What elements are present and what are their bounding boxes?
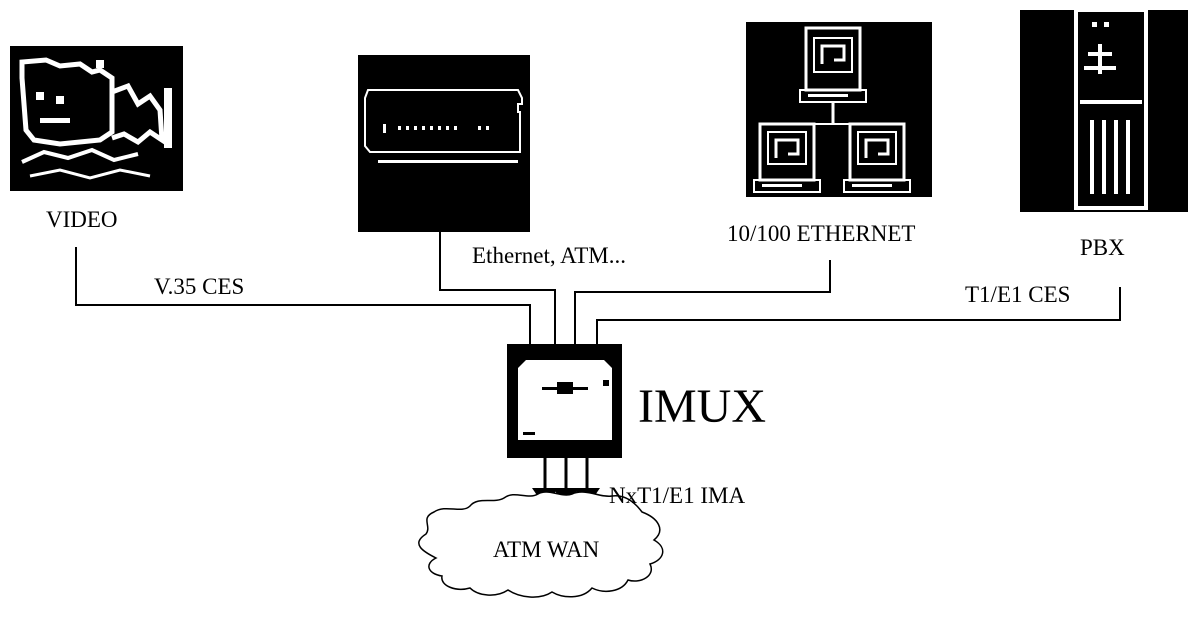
video-camera-icon [10,46,183,191]
computer-network-icon [746,22,932,197]
t1e1-ces-label: T1/E1 CES [965,282,1070,307]
v35-ces-label: V.35 CES [154,274,244,299]
video-link [75,247,531,344]
imux-label: IMUX [638,380,766,433]
nxt1-e1-ima-label: NxT1/E1 IMA [609,483,745,508]
imux-device-icon [507,344,622,458]
ethernet-link [574,260,831,344]
router-link [439,232,556,344]
cloud-icon [418,491,664,598]
router-device-icon [358,55,530,232]
pbx-label: PBX [1080,235,1125,260]
connection-lines [75,232,1121,344]
pbx-cabinet-icon [1020,8,1188,212]
video-label: VIDEO [46,207,118,232]
ethernet-atm-label: Ethernet, ATM... [472,243,626,268]
ethernet-10-100-label: 10/100 ETHERNET [727,221,915,246]
atm-wan-label: ATM WAN [493,537,600,562]
pbx-link [596,287,1121,344]
